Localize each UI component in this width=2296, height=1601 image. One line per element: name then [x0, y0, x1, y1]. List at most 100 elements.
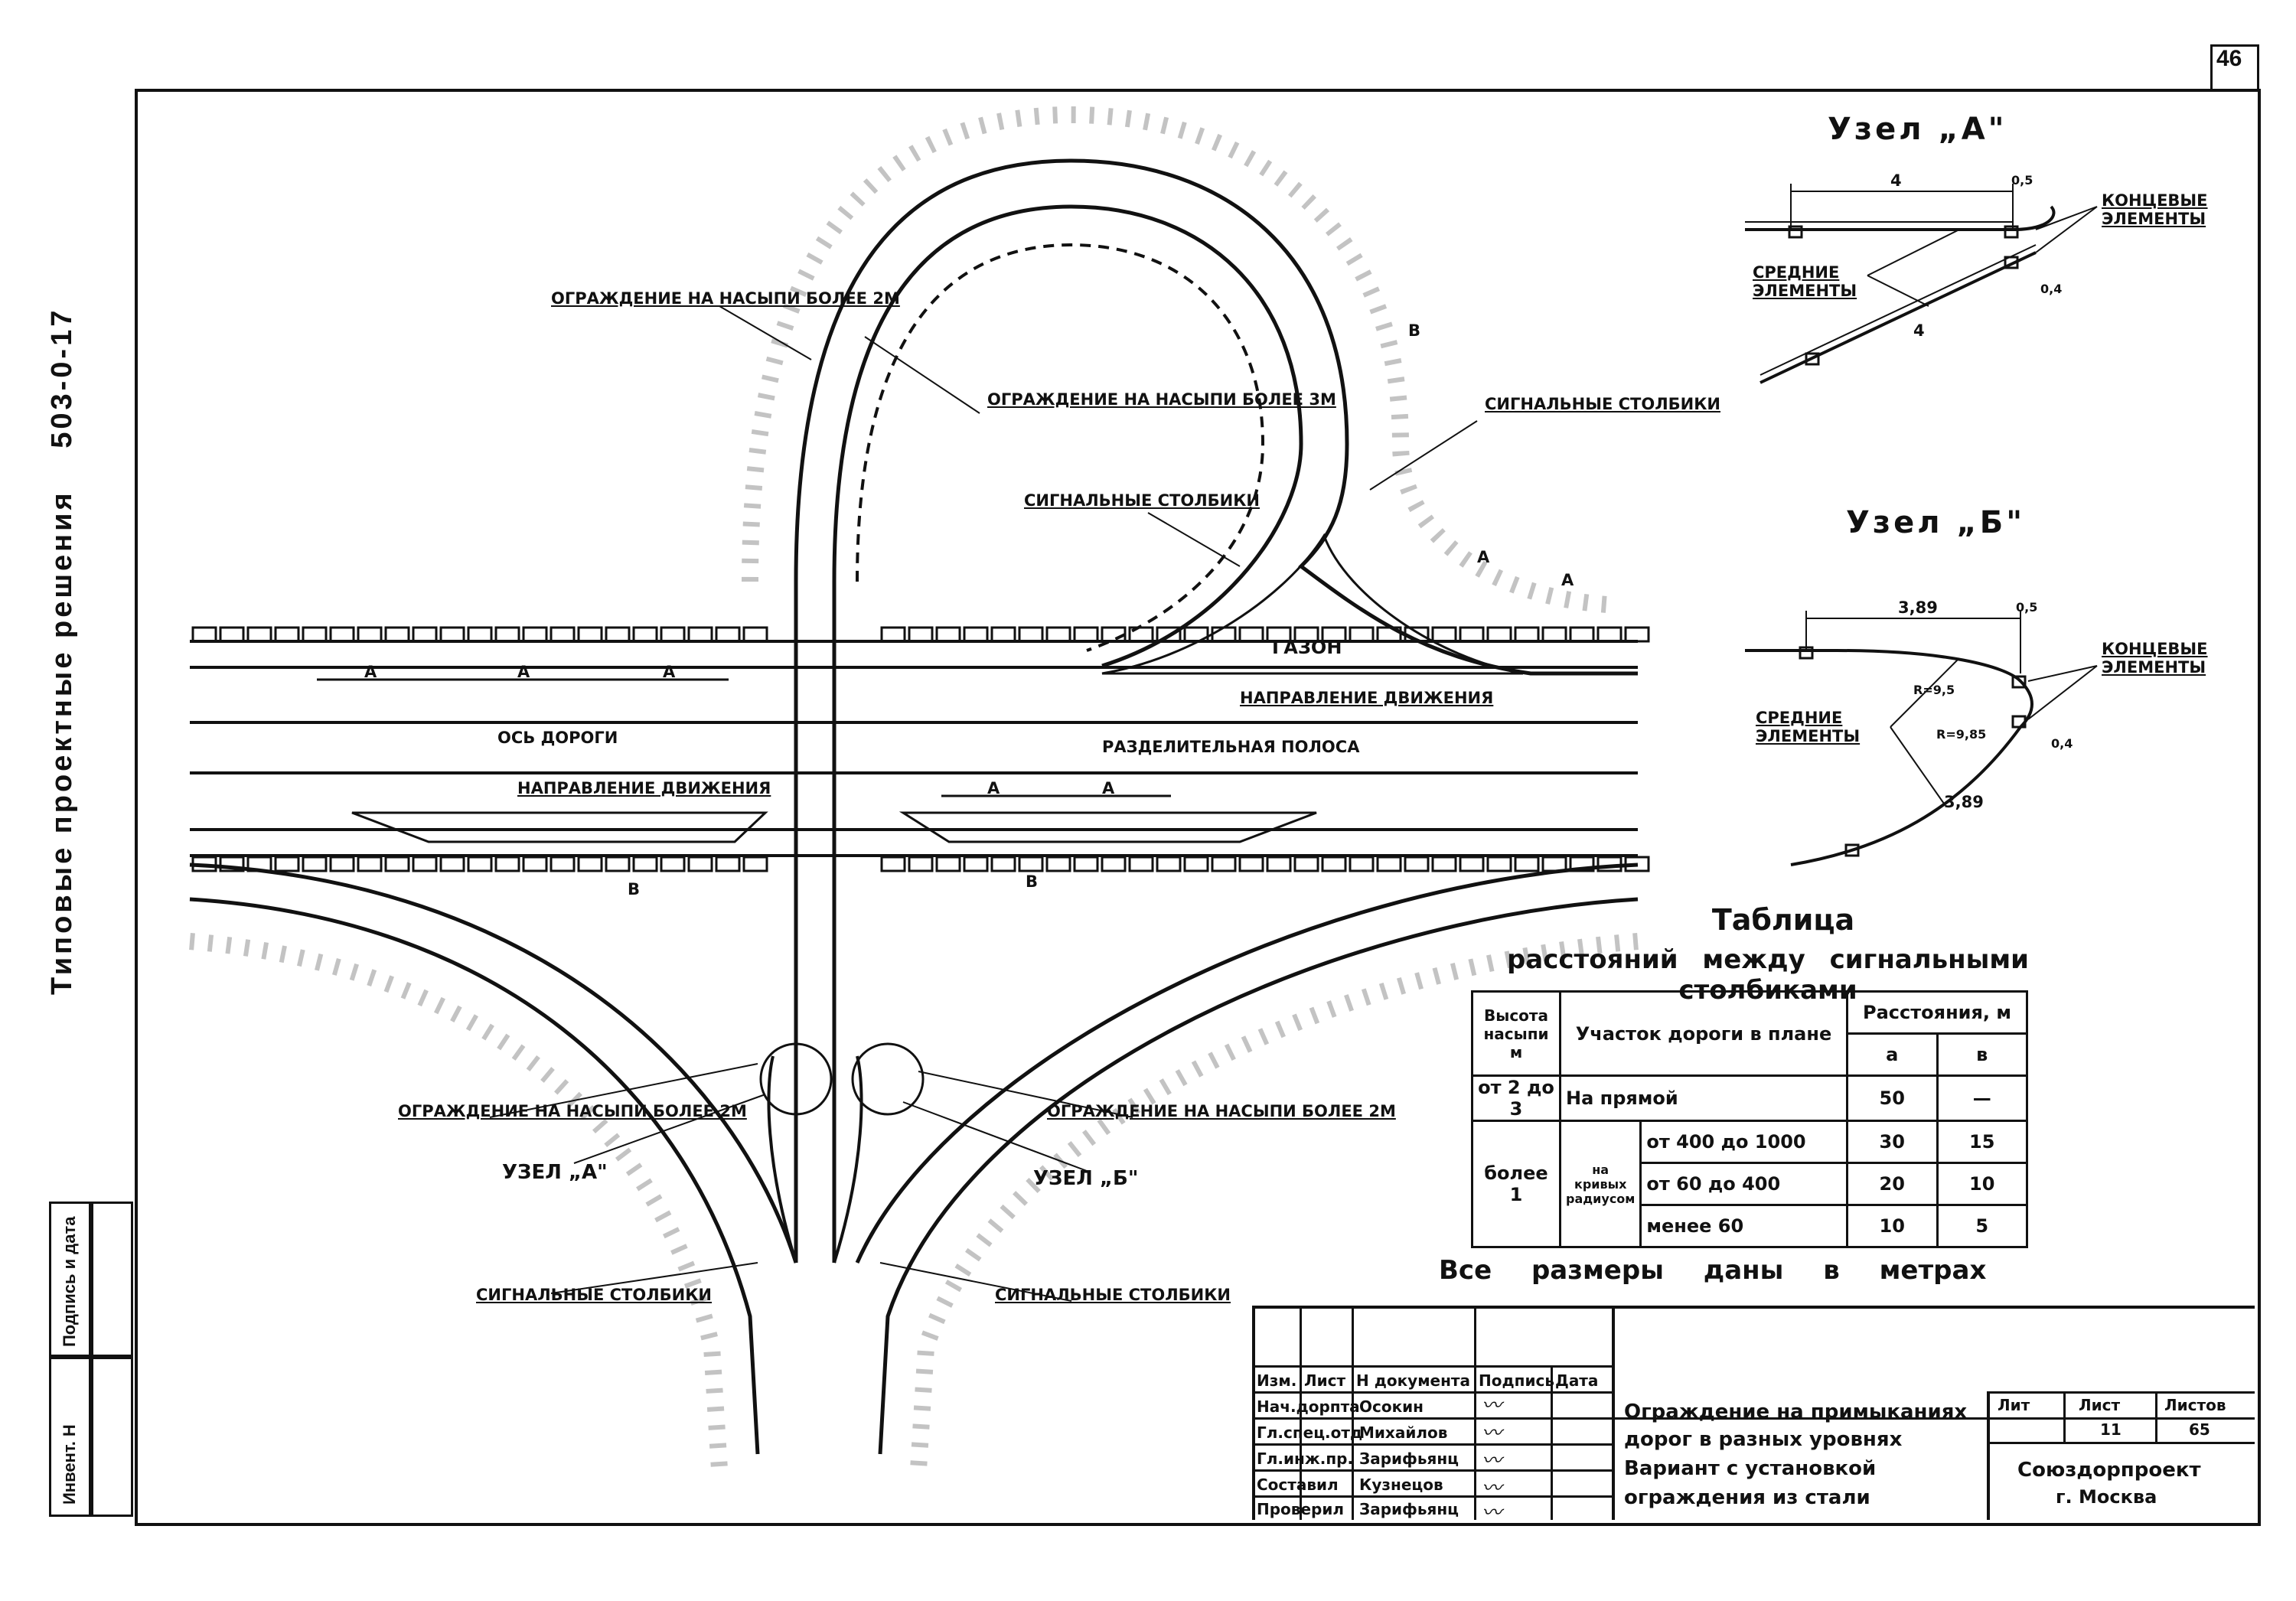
row3-section: от 60 до 400 — [1639, 1162, 1848, 1206]
tb-h-sheets: Листов — [2164, 1396, 2226, 1414]
roadside-block — [1459, 856, 1485, 872]
roadside-block — [550, 856, 576, 872]
roadside-block — [522, 626, 548, 643]
roadside-block — [1073, 626, 1099, 643]
tb-h-list: Лист — [1304, 1371, 1346, 1390]
roadside-block — [1293, 626, 1319, 643]
roadside-block — [467, 626, 493, 643]
all-dimensions-note: Все размеры даны в метрах — [1439, 1255, 1987, 1286]
roadside-block — [660, 626, 686, 643]
tb-h-doc: Н документа — [1356, 1371, 1471, 1390]
roadside-block — [302, 626, 328, 643]
th-distance: Расстояния, м — [1846, 990, 2028, 1035]
node-a-dim-4-bottom: 4 — [1913, 321, 1925, 340]
roadside-block — [246, 856, 272, 872]
roadside-block — [990, 856, 1016, 872]
roadside-block — [632, 856, 658, 872]
ramp-bottom-left-outer — [189, 862, 798, 1264]
roadside-block — [1514, 856, 1540, 872]
roadside-block — [1156, 626, 1182, 643]
tb-h-sheet: Лист — [2079, 1396, 2121, 1414]
roadside-block — [1431, 626, 1457, 643]
roadside-block — [1486, 856, 1512, 872]
roadside-block — [963, 856, 989, 872]
dim-a-6: a — [1477, 548, 1490, 566]
stamp-cell-sign-value — [89, 1202, 133, 1359]
roadside-block — [1404, 626, 1430, 643]
node-a-dim-04: 0,4 — [2040, 282, 2063, 296]
tb-r4-role: Составил — [1257, 1475, 1339, 1494]
roadside-block — [1211, 626, 1237, 643]
node-b-detail — [1745, 611, 2033, 866]
tb-org-2: г. Москва — [2056, 1486, 2157, 1508]
table-title: Таблица — [1711, 903, 1855, 937]
roadside-block — [274, 626, 300, 643]
row2-group: на кривых радиусом — [1558, 1120, 1642, 1248]
roadside-block — [467, 856, 493, 872]
roadside-block — [357, 626, 383, 643]
tb-r2-name: Михайлов — [1359, 1423, 1448, 1442]
th-col-a: a — [1846, 1032, 1939, 1077]
roadside-block — [715, 856, 741, 872]
label-fence-2m-left: Ограждение на насыпи более 2м — [398, 1102, 747, 1120]
row4-b: 5 — [1936, 1204, 2028, 1248]
tb-sheet: 11 — [2100, 1420, 2122, 1439]
tb-r5-name: Зарифьянц — [1359, 1500, 1459, 1518]
roadside-block — [191, 856, 217, 872]
roadside-block — [1128, 856, 1154, 872]
signature-1: 〰 — [1482, 1394, 1502, 1417]
roadside-block — [1128, 626, 1154, 643]
roadside-block — [1238, 626, 1264, 643]
stamp-cell-inv — [49, 1355, 93, 1517]
dim-a-1: a — [364, 663, 377, 681]
roadside-block — [577, 856, 603, 872]
tb-org-1: Союздорпроект — [2017, 1459, 2201, 1482]
dim-a-3: a — [663, 663, 676, 681]
dim-b-1: в — [628, 880, 641, 898]
roadside-block — [1183, 626, 1209, 643]
ramp-bottom-left-embankment — [189, 933, 728, 1470]
roadside-block — [329, 856, 355, 872]
roadside-block — [660, 856, 686, 872]
roadside-block — [1266, 856, 1292, 872]
dim-b-3: в — [1408, 321, 1421, 340]
roadside-block — [715, 626, 741, 643]
node-a-circle — [759, 1042, 833, 1116]
label-signal-posts-bottom-left: Сигнальные столбики — [476, 1286, 712, 1304]
tb-r5-role: Проверил — [1257, 1500, 1344, 1518]
tb-r1-role: Нач.дорпта — [1257, 1397, 1360, 1416]
dim-b-2: в — [1026, 872, 1039, 891]
tb-r3-name: Зарифьянц — [1359, 1449, 1459, 1468]
roadside-block — [384, 856, 410, 872]
doc-title-1: Ограждение на примыканиях — [1624, 1400, 1968, 1423]
loop-embankment — [742, 106, 1608, 613]
roadside-block — [522, 856, 548, 872]
node-b-dim-05: 0,5 — [2016, 600, 2038, 615]
ramp-bottom-right-inner — [878, 897, 1639, 1455]
roadside-block — [1018, 626, 1044, 643]
distance-table: Высота насыпи м Участок дороги в плане Р… — [1471, 990, 2028, 1248]
label-direction-top: Направление движения — [1240, 689, 1494, 707]
roadside-block — [1266, 626, 1292, 643]
roadside-block — [687, 626, 713, 643]
loop-ramp-outer — [794, 158, 1638, 1263]
table-subtitle: расстояний между сигнальными столбиками — [1506, 944, 2030, 1006]
node-a-detail — [1745, 184, 2056, 384]
table-row: более 1 на кривых радиусом от 400 до 100… — [1471, 1120, 2028, 1248]
roadside-block — [1156, 856, 1182, 872]
roadside-block — [880, 856, 906, 872]
roadside-block — [1596, 856, 1623, 872]
roadside-block — [990, 626, 1016, 643]
node-a-middle-elements: Средние элементы — [1753, 263, 1857, 300]
node-b-r2: R=9,85 — [1936, 727, 1987, 742]
row3-b: 10 — [1936, 1162, 2028, 1206]
roadside-block — [439, 626, 465, 643]
tb-h-date: Дата — [1555, 1371, 1599, 1390]
roadside-block — [1349, 626, 1375, 643]
row2-b: 15 — [1936, 1120, 2028, 1164]
roadside-block — [357, 856, 383, 872]
label-lawn: Газон — [1272, 637, 1342, 658]
roadside-block — [742, 626, 768, 643]
roadside-block — [219, 856, 245, 872]
node-a-dim-05: 0,5 — [2011, 173, 2033, 187]
